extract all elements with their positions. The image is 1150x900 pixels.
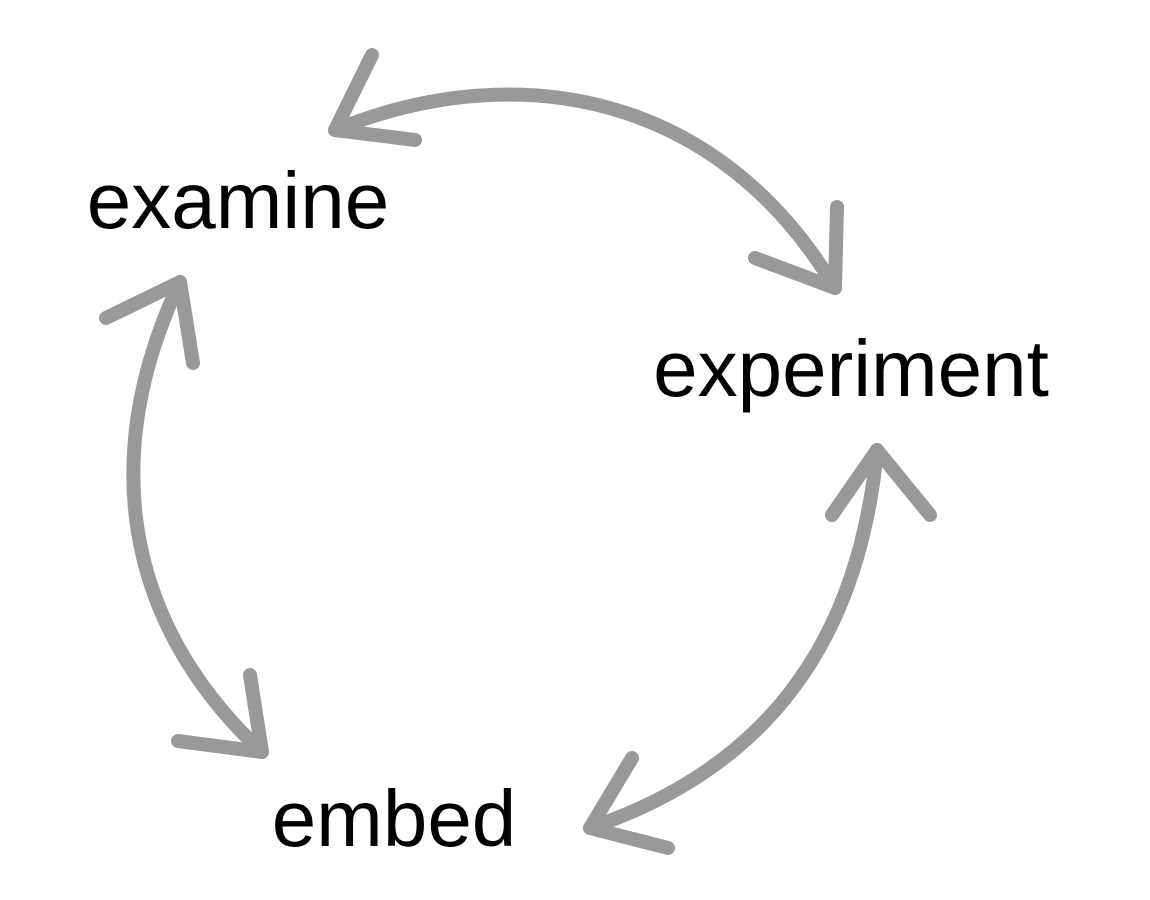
arrowhead-experiment-icon	[748, 200, 844, 295]
node-examine: examine	[87, 156, 389, 245]
edge-embed-examine	[99, 275, 269, 759]
edge-experiment-embed	[583, 443, 937, 855]
arrowhead-embed-icon	[171, 668, 269, 759]
edge-examine-experiment-line	[328, 87, 842, 295]
arrowhead-examine-icon	[99, 275, 200, 370]
arrowhead-embed-icon	[583, 751, 675, 855]
node-experiment: experiment	[653, 324, 1049, 413]
edge-examine-experiment	[328, 48, 844, 295]
edge-embed-examine-line	[126, 275, 269, 759]
edge-experiment-embed-line	[583, 443, 884, 835]
node-embed: embed	[272, 774, 517, 863]
arrowhead-examine-icon	[328, 48, 422, 147]
arrowhead-experiment-icon	[825, 443, 937, 522]
